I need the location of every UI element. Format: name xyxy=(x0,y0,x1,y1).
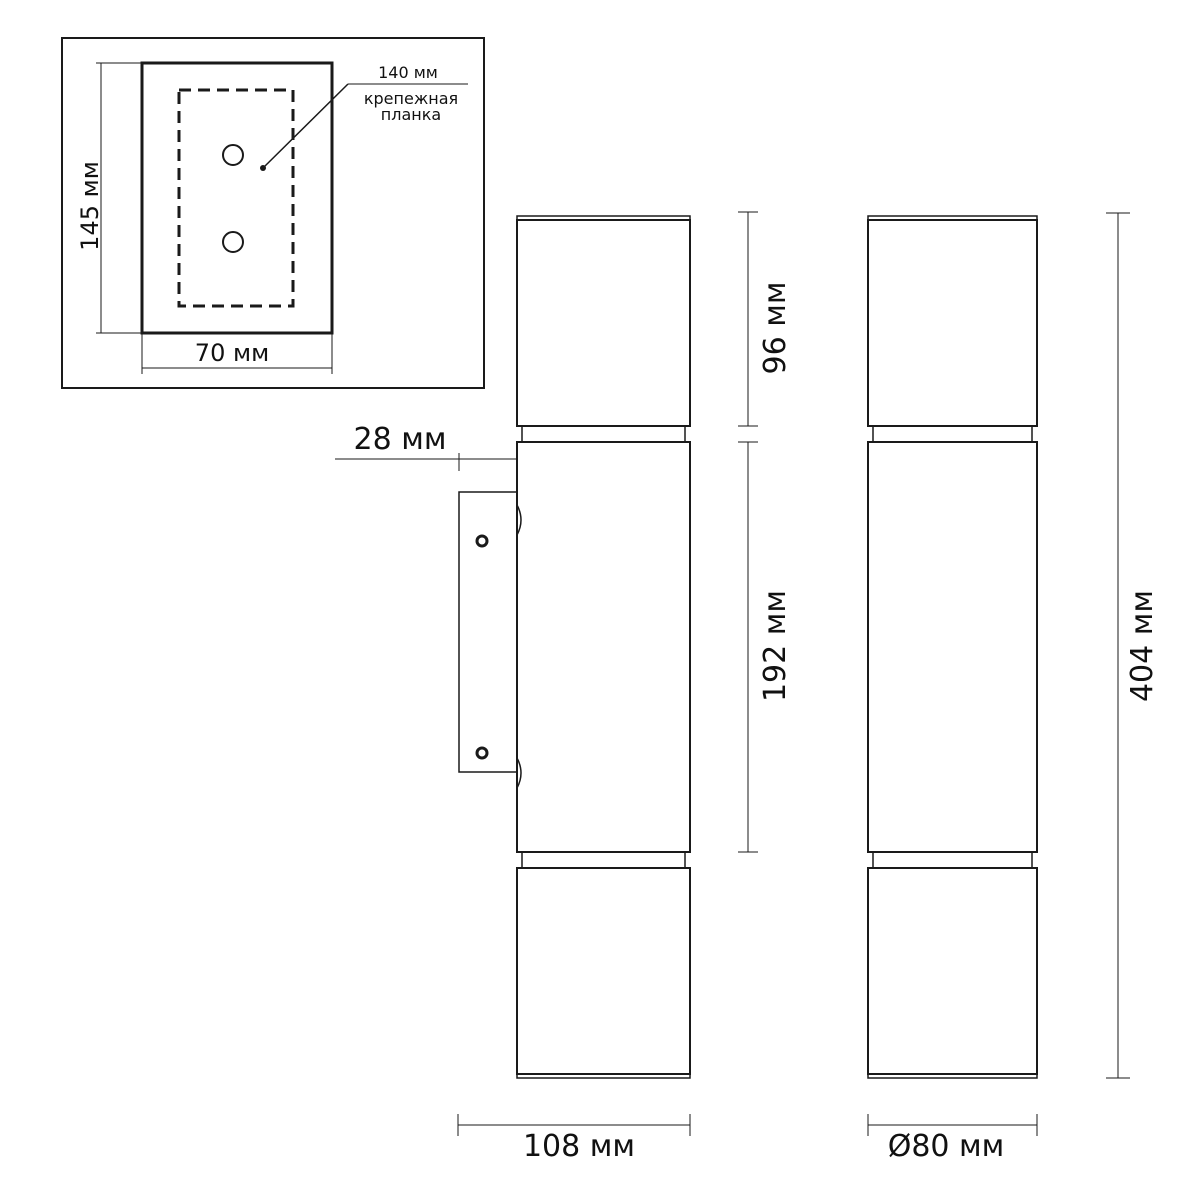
mounting-plate-outline xyxy=(140,61,334,335)
inset-height-label: 145 мм xyxy=(76,161,104,251)
mounting-hole-bottom xyxy=(222,231,244,253)
top-height-label: 96 мм xyxy=(758,282,793,375)
total-height-label: 404 мм xyxy=(1125,590,1160,702)
side-bottom-ring xyxy=(521,851,686,869)
side-bottom-cap-rim xyxy=(516,1073,691,1079)
side-bottom-cap xyxy=(516,867,691,1075)
front-bottom-cap xyxy=(867,867,1038,1075)
front-top-cap xyxy=(867,219,1038,427)
bracket-nut-top xyxy=(516,504,522,536)
side-body xyxy=(516,441,691,853)
bracket-nut-bottom xyxy=(516,757,522,789)
mounting-hole-top xyxy=(222,144,244,166)
offset-label: 28 мм xyxy=(354,422,447,457)
callout-label-line1: крепежная xyxy=(364,89,458,108)
inset-panel: 140 мм крепежная планка 145 мм 70 мм xyxy=(61,37,485,389)
diameter-label: Ø80 мм xyxy=(888,1129,1005,1164)
front-body xyxy=(867,441,1038,853)
front-view: 404 мм Ø80 мм xyxy=(867,212,1160,1164)
front-bottom-cap-rim xyxy=(867,1073,1038,1079)
front-bottom-ring xyxy=(872,851,1033,869)
front-top-ring xyxy=(872,425,1033,443)
side-view: 28 мм 108 мм 96 мм 192 мм xyxy=(335,211,793,1164)
bracket-screw-bottom xyxy=(475,746,489,760)
callout-label-line2: планка xyxy=(381,105,441,124)
inset-frame xyxy=(61,37,485,389)
mounting-bar-dashed xyxy=(177,88,295,308)
side-top-ring xyxy=(521,425,686,443)
middle-height-label: 192 мм xyxy=(758,590,793,702)
wall-bracket xyxy=(458,491,518,773)
callout-size: 140 мм xyxy=(378,63,438,82)
bracket-screw-top xyxy=(475,534,489,548)
side-top-cap xyxy=(516,219,691,427)
inset-width-label: 70 мм xyxy=(195,339,269,367)
side-width-label: 108 мм xyxy=(523,1129,635,1164)
callout-leader xyxy=(262,83,349,169)
